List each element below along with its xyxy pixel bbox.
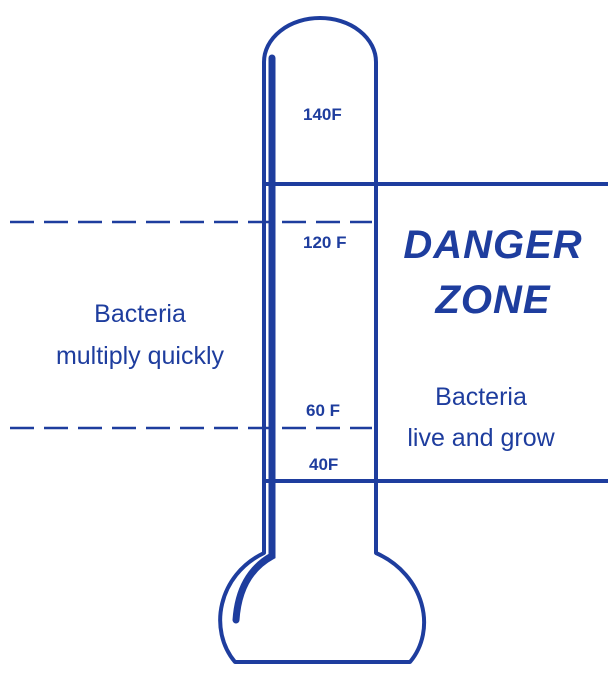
danger-zone-note-line1: Bacteria <box>435 383 527 411</box>
left-note-line2: multiply quickly <box>56 342 225 370</box>
left-note-line1: Bacteria <box>94 300 186 328</box>
temp-label-40: 40F <box>309 455 338 474</box>
temp-label-60: 60 F <box>306 401 340 420</box>
mercury-column <box>236 58 272 620</box>
danger-zone-note-line2: live and grow <box>407 424 555 452</box>
danger-zone-title-line1: DANGER <box>403 223 582 267</box>
temp-label-140: 140F <box>303 105 342 124</box>
danger-zone-title-line2: ZONE <box>434 278 550 322</box>
temp-label-120: 120 F <box>303 233 346 252</box>
